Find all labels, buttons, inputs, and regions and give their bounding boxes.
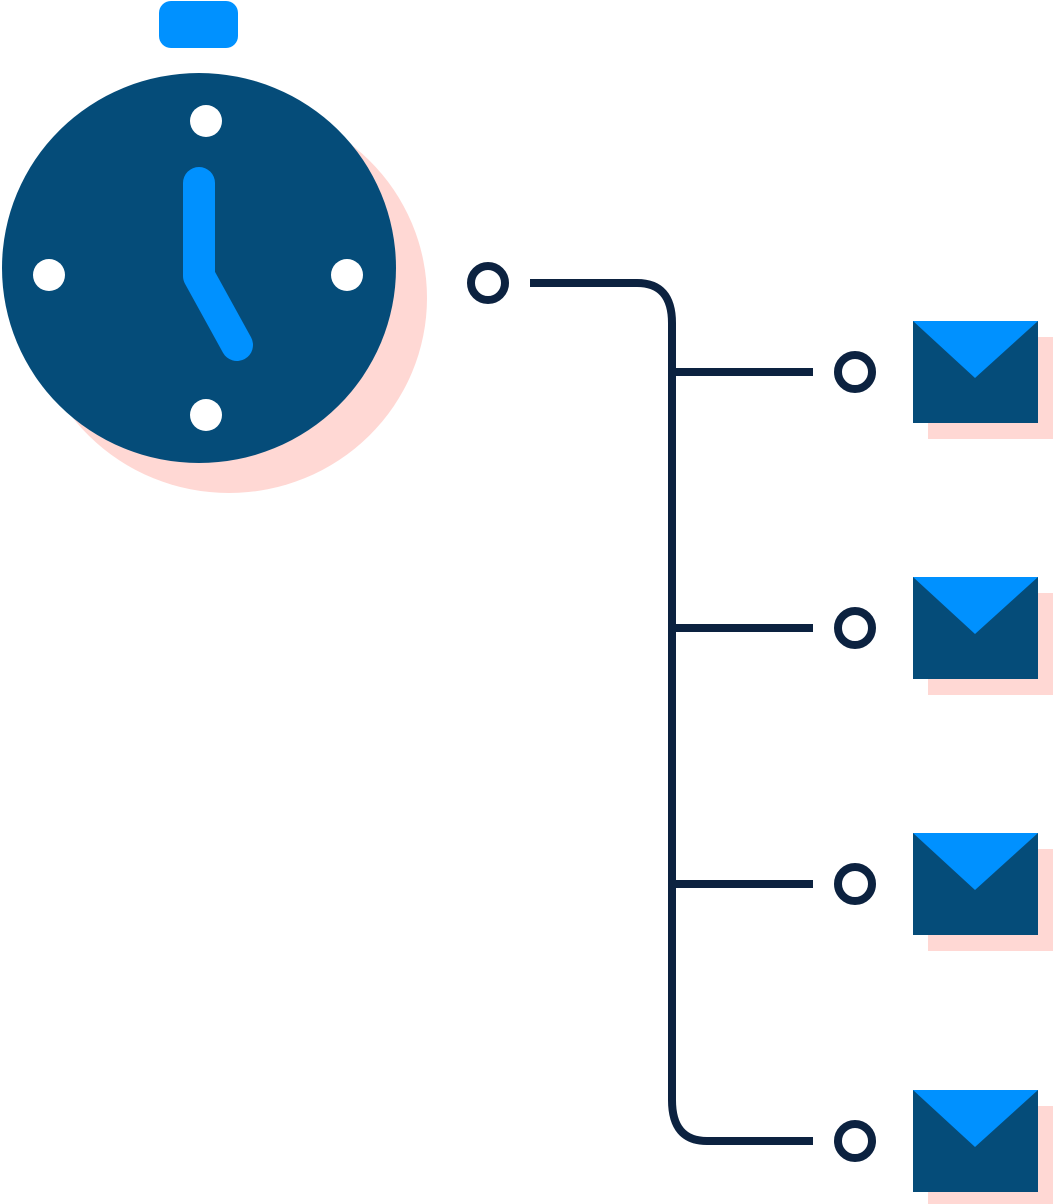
email-target-4 — [834, 1090, 1053, 1204]
hour-marker-6 — [190, 399, 222, 431]
envelope-flap — [913, 321, 1038, 378]
stopwatch-crown — [159, 1, 238, 48]
hour-marker-12 — [190, 105, 222, 137]
email-target-2 — [834, 577, 1053, 695]
trunk-line — [530, 279, 813, 1145]
hour-marker-3 — [331, 259, 363, 291]
connector-lines — [530, 279, 813, 1145]
email-target-1 — [834, 321, 1053, 439]
target-node — [834, 607, 876, 649]
envelope-flap — [913, 833, 1038, 890]
hour-marker-9 — [33, 259, 65, 291]
envelope-icon — [913, 577, 1053, 695]
envelope-flap — [913, 1090, 1038, 1147]
envelope-icon — [913, 1090, 1053, 1204]
envelope-icon — [913, 321, 1053, 439]
source-node — [467, 262, 509, 304]
stopwatch-icon — [2, 1, 427, 493]
email-target-3 — [834, 833, 1053, 951]
target-node — [834, 1120, 876, 1162]
target-node — [834, 863, 876, 905]
target-node — [834, 351, 876, 393]
envelope-icon — [913, 833, 1053, 951]
clock-hand — [183, 167, 253, 361]
email-targets — [834, 321, 1053, 1204]
envelope-flap — [913, 577, 1038, 634]
